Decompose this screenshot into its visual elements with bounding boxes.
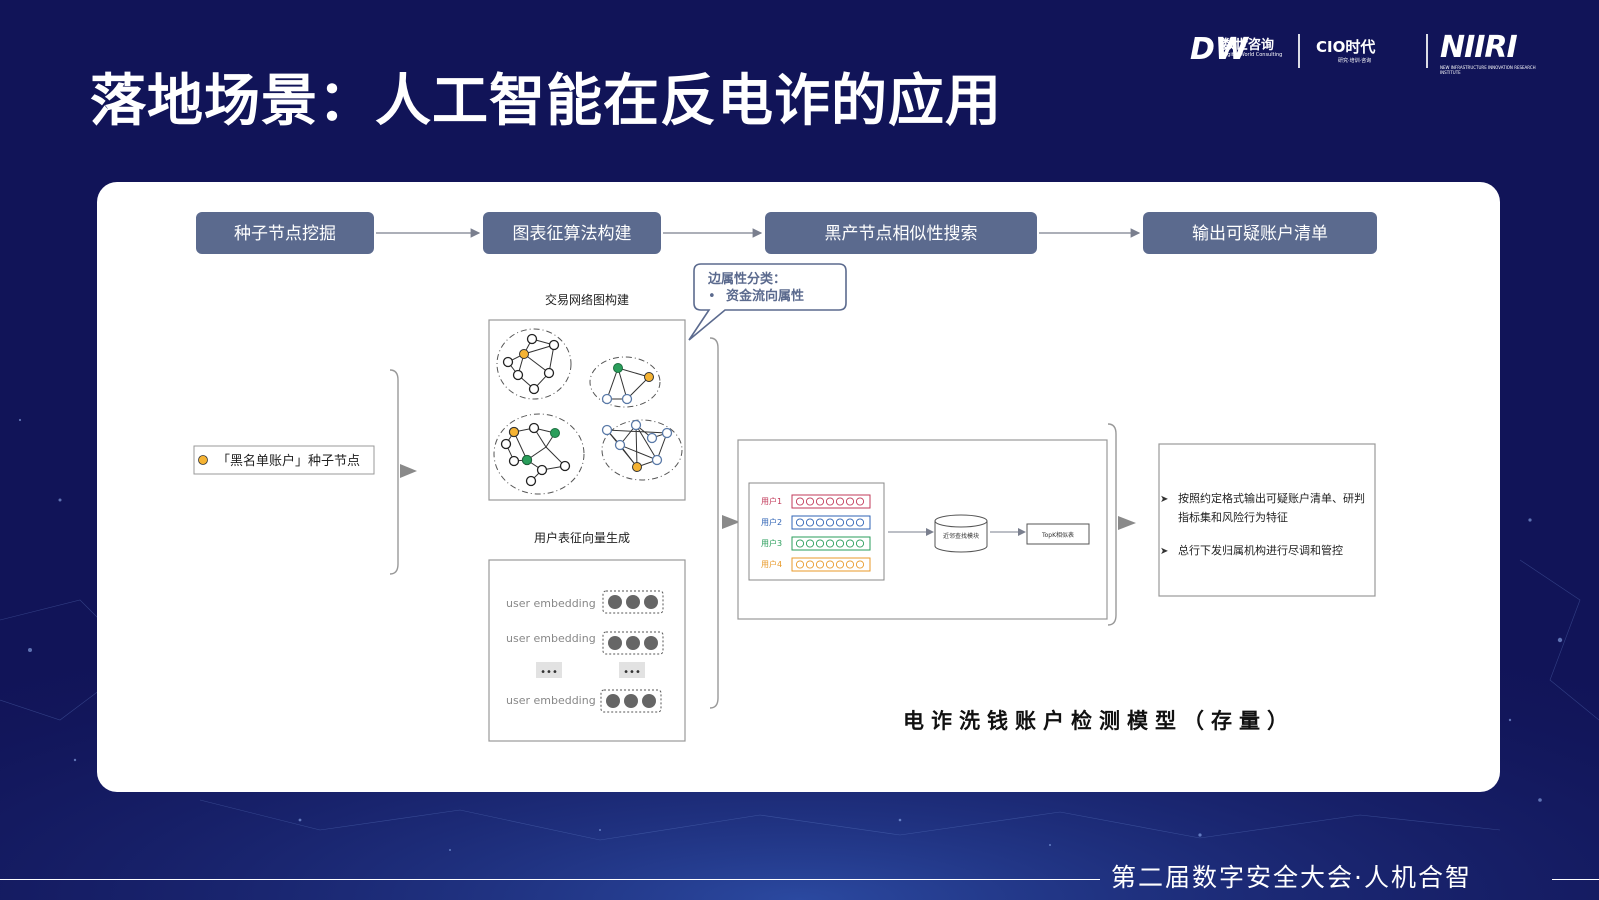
- stage-label: 黑产节点相似性搜索: [825, 224, 978, 244]
- search-arrow-icon: [1118, 516, 1136, 530]
- stage-label: 输出可疑账户清单: [1192, 224, 1328, 244]
- cio-logo-name: CIO时代: [1316, 38, 1376, 56]
- cio-logo-subtitle: 研究·培训·咨询: [1338, 58, 1372, 64]
- embedding-bracket: [709, 337, 719, 709]
- user-label: 用户3: [761, 538, 782, 548]
- embedding-label: user embedding: [506, 597, 596, 610]
- dw-logo-name: 数世咨询: [1222, 38, 1275, 53]
- embedding-label: user embedding: [506, 694, 596, 707]
- model-title: 电诈洗钱账户检测模型（存量）: [903, 709, 1295, 733]
- embedding-title: 用户表征向量生成: [534, 530, 630, 545]
- embedding-arrow-icon: [722, 515, 740, 529]
- stage-label: 种子节点挖掘: [234, 224, 336, 244]
- embedding-row: user embedding: [506, 631, 664, 655]
- user-row-1: 用户1: [761, 494, 871, 509]
- user-row-4: 用户4: [761, 557, 871, 572]
- output-text: 按照约定格式输出可疑账户清单、研判: [1178, 491, 1365, 505]
- search-module-label: 近邻查找模块: [943, 532, 979, 540]
- logo-divider: [1298, 34, 1300, 68]
- search-bracket: [1107, 423, 1117, 626]
- process-diagram: 种子节点挖掘 图表征算法构建 黑产节点相似性搜索 输出可疑账户清单 边属性分类：…: [193, 212, 1377, 742]
- graph-title: 交易网络图构建: [545, 292, 629, 307]
- output-item-2: ➤ 总行下发归属机构进行尽调和管控: [1160, 543, 1343, 557]
- callout-bullet: •: [708, 289, 716, 304]
- user-label: 用户1: [761, 496, 782, 506]
- stage-graph-embedding: 图表征算法构建: [483, 212, 661, 254]
- embedding-row: user embedding: [506, 689, 662, 713]
- niiri-logo-name: NIIRI: [1440, 30, 1518, 65]
- logo-divider: [1426, 34, 1428, 68]
- stage-label: 图表征算法构建: [513, 224, 632, 244]
- niiri-logo: NIIRI NEW INFRASTRUCTURE INNOVATION RESE…: [1440, 30, 1550, 75]
- ellipsis: •••: [623, 667, 641, 678]
- dw-logo-mark: DW: [1190, 32, 1248, 67]
- callout-item: 资金流向属性: [726, 288, 804, 304]
- edge-attribute-callout: 边属性分类： • 资金流向属性: [688, 263, 847, 341]
- output-text: 指标集和风险行为特征: [1178, 510, 1288, 524]
- cio-logo: CIO时代 研究·培训·咨询: [1316, 36, 1375, 64]
- niiri-logo-subtitle: NEW INFRASTRUCTURE INNOVATION RESEARCH I…: [1440, 65, 1536, 75]
- output-panel: [1158, 443, 1376, 597]
- embedding-label: user embedding: [506, 632, 596, 645]
- seed-arrow-icon: [400, 464, 417, 478]
- output-item-1: ➤ 按照约定格式输出可疑账户清单、研判 指标集和风险行为特征: [1160, 491, 1365, 524]
- seed-node-label: 「黑名单账户」种子节点: [217, 453, 360, 469]
- footer-line: [1552, 879, 1599, 880]
- user-row-2: 用户2: [761, 515, 871, 530]
- graph-clusters: [493, 328, 683, 495]
- search-module-cylinder: 近邻查找模块: [934, 514, 988, 553]
- callout-title: 边属性分类：: [707, 271, 786, 287]
- ellipsis: •••: [540, 667, 558, 678]
- seed-node-box: 「黑名单账户」种子节点: [193, 445, 375, 475]
- logo-bar: DW 数世咨询 Digital World Consulting CIO时代 研…: [1190, 30, 1550, 80]
- user-row-3: 用户3: [761, 536, 871, 551]
- output-text: 总行下发归属机构进行尽调和管控: [1178, 543, 1343, 557]
- footer-line: [0, 879, 1100, 880]
- topk-table: TopK相似表: [1026, 523, 1090, 545]
- dw-logo-subtitle: Digital World Consulting: [1222, 52, 1283, 58]
- embedding-ellipsis-row: ••• •••: [536, 662, 645, 678]
- diagram-card: 种子节点挖掘 图表征算法构建 黑产节点相似性搜索 输出可疑账户清单 边属性分类：…: [97, 182, 1500, 792]
- graph-panel: [488, 319, 686, 501]
- conference-footer: 第二届数字安全大会·人机合智: [1111, 863, 1472, 892]
- bullet-arrow-icon: ➤: [1160, 494, 1168, 505]
- user-label: 用户4: [761, 559, 782, 569]
- stage-similarity-search: 黑产节点相似性搜索: [765, 212, 1037, 254]
- seed-bracket: [389, 369, 399, 575]
- user-label: 用户2: [761, 517, 782, 527]
- stage-seed-mining: 种子节点挖掘: [196, 212, 374, 254]
- embedding-row: user embedding: [506, 590, 664, 614]
- orange-node-icon: [198, 455, 208, 465]
- slide-title: 落地场景：人工智能在反电诈的应用: [90, 69, 1002, 134]
- topk-label: TopK相似表: [1041, 531, 1074, 539]
- dw-logo: DW 数世咨询 Digital World Consulting: [1190, 32, 1282, 67]
- bullet-arrow-icon: ➤: [1160, 546, 1168, 557]
- stage-output-list: 输出可疑账户清单: [1143, 212, 1377, 254]
